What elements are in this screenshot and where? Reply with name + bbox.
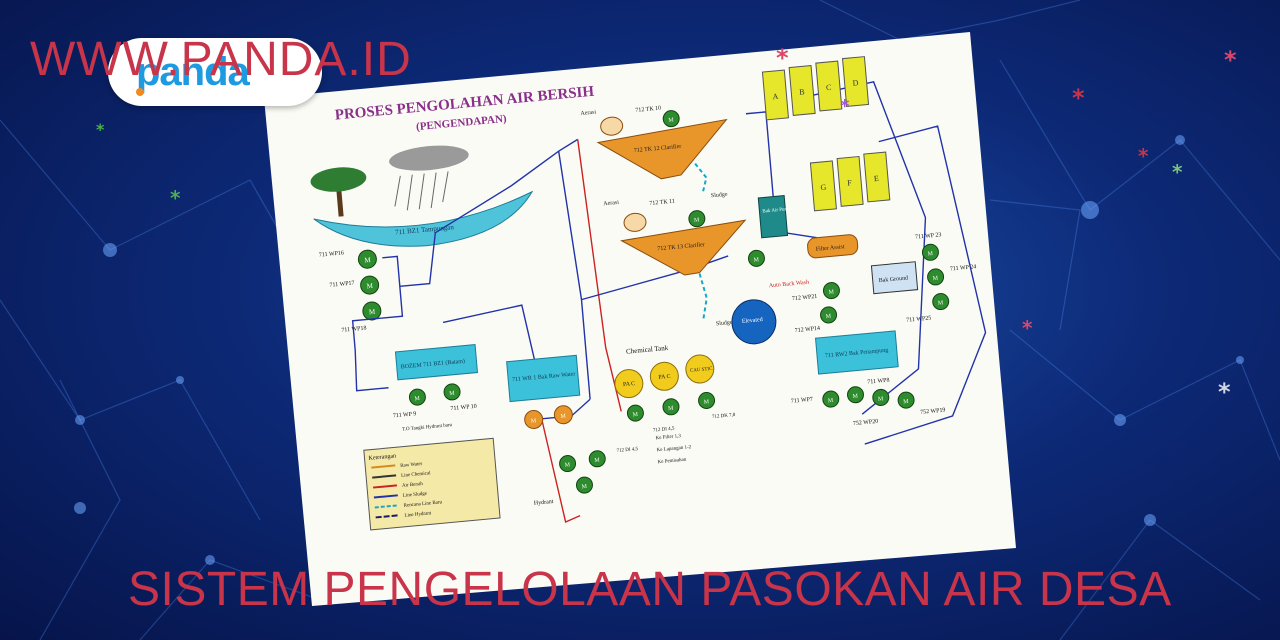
- logo-badge[interactable]: [108, 38, 322, 106]
- star-icon: *: [1218, 378, 1231, 406]
- star-icon: *: [1172, 160, 1183, 184]
- star-icon: *: [776, 44, 789, 72]
- star-icon: *: [170, 186, 181, 210]
- panda-logo: panda: [136, 50, 250, 94]
- star-icon: *: [1022, 316, 1033, 340]
- logo-dot-icon: [136, 88, 144, 96]
- star-icon: *: [1072, 84, 1085, 112]
- star-icon: *: [1138, 144, 1149, 168]
- banner-title: SISTEM PENGELOLAAN PASOKAN AIR DESA: [128, 563, 1172, 616]
- star-icon: *: [96, 120, 105, 139]
- star-icon: *: [1224, 46, 1237, 74]
- star-icon: *: [840, 96, 850, 117]
- site-url[interactable]: WWW.PANDA.ID: [30, 33, 412, 86]
